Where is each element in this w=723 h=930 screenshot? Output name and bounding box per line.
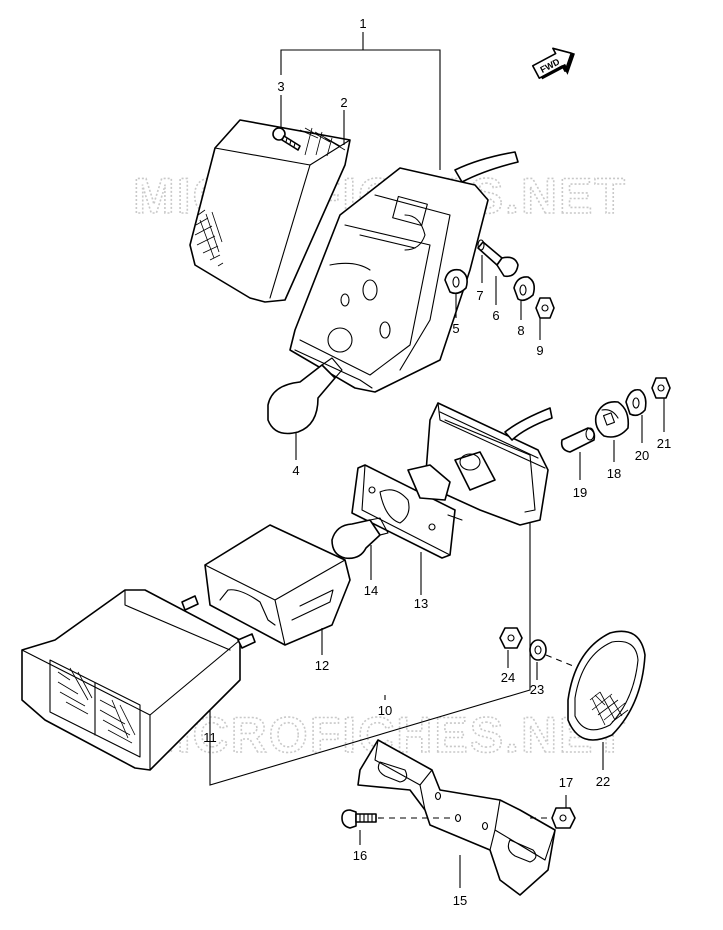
license-plate-bracket [357, 739, 556, 896]
rear-reflector [567, 630, 646, 741]
turn-signal-bulb [267, 357, 343, 435]
callout-19: 19 [573, 485, 587, 500]
callout-13: 13 [414, 596, 428, 611]
callout-23: 23 [530, 682, 544, 697]
rubber-damper [594, 400, 630, 438]
socket-bolt [477, 239, 519, 278]
tail-light-bulb [331, 517, 389, 560]
callout-16: 16 [353, 848, 367, 863]
callout-5: 5 [452, 321, 459, 336]
callout-6: 6 [492, 308, 499, 323]
callout-8: 8 [517, 323, 524, 338]
callout-15: 15 [453, 893, 467, 908]
tail-light-lens [21, 589, 256, 771]
callout-12: 12 [315, 658, 329, 673]
bracket-nut [551, 807, 576, 829]
callout-14: 14 [364, 583, 378, 598]
callout-9: 9 [536, 343, 543, 358]
callout-7: 7 [476, 288, 483, 303]
callout-1: 1 [359, 16, 366, 31]
callout-24: 24 [501, 670, 515, 685]
callout-4: 4 [292, 463, 299, 478]
tail-light-base [424, 402, 553, 526]
reflector-nut [499, 627, 523, 649]
callout-20: 20 [635, 448, 649, 463]
lens-screw [272, 127, 301, 151]
grommet-washer [444, 268, 468, 295]
flange-nut [651, 377, 671, 399]
spacer-washer [625, 388, 647, 417]
flat-washer [513, 276, 535, 302]
callout-22: 22 [596, 774, 610, 789]
bracket-bolt [341, 809, 377, 829]
hex-nut [535, 297, 555, 319]
callout-17: 17 [559, 775, 573, 790]
callout-11: 11 [203, 730, 217, 745]
callout-10: 10 [378, 703, 392, 718]
callout-3: 3 [277, 79, 284, 94]
forward-arrow-icon: FWD [531, 47, 575, 80]
reflector-washer [529, 639, 547, 661]
turn-signal-lens [189, 119, 351, 303]
bulb-socket-plate [351, 464, 463, 559]
callout-2: 2 [340, 95, 347, 110]
callout-21: 21 [657, 436, 671, 451]
turn-signal-housing [289, 167, 489, 393]
lens-gasket [204, 524, 351, 646]
spacer-collar [560, 427, 596, 453]
callout-18: 18 [607, 466, 621, 481]
